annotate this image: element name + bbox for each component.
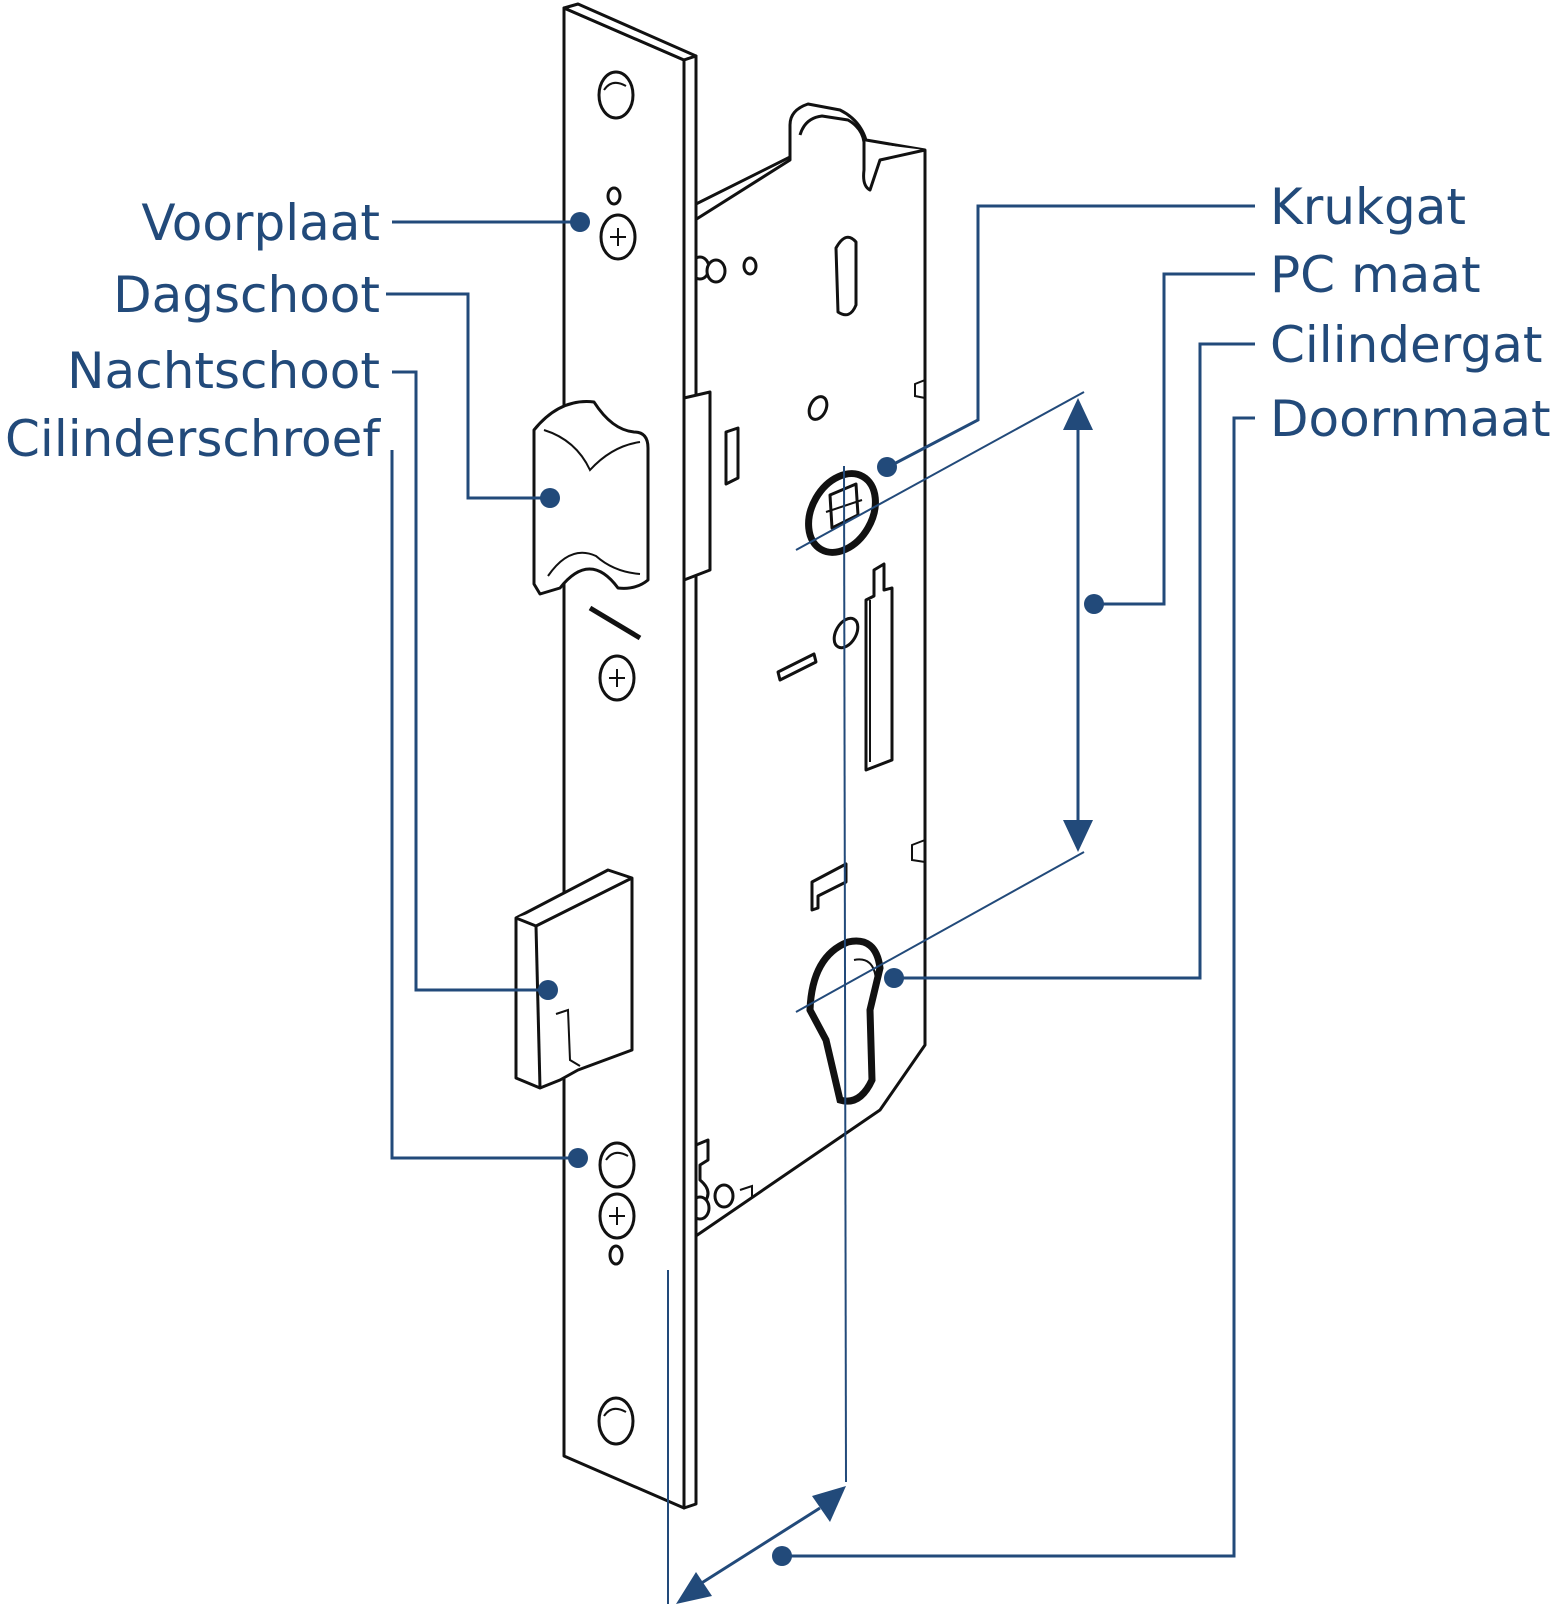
cylinder-screw-hole xyxy=(598,1141,636,1189)
pc-arrow-down xyxy=(1063,820,1093,852)
doornmaat-arrow-right xyxy=(812,1486,846,1522)
label-voorplaat: Voorplaat xyxy=(141,194,380,252)
voorplaat-dot xyxy=(570,212,590,232)
label-pc-maat: PC maat xyxy=(1270,246,1481,304)
dagschoot-dot xyxy=(540,488,560,508)
doornmaat-arrow-left xyxy=(676,1572,712,1604)
label-nachtschoot: Nachtschoot xyxy=(67,342,380,400)
top-hole xyxy=(597,70,635,120)
cilindergat-dot xyxy=(884,968,904,988)
left-labels: Voorplaat Dagschoot Nachtschoot Cilinder… xyxy=(5,194,381,468)
doornmaat-dot xyxy=(772,1546,792,1566)
middle-screw xyxy=(598,654,636,702)
nachtschoot-dot xyxy=(538,980,558,1000)
callout-leaders xyxy=(386,204,1255,1566)
right-labels: Krukgat PC maat Cilindergat Doornmaat xyxy=(1270,178,1551,448)
pc-arrow-up xyxy=(1063,398,1093,430)
label-doornmaat: Doornmaat xyxy=(1270,390,1551,448)
dimension-lines xyxy=(667,391,1093,1604)
bottom-hole xyxy=(597,1396,635,1446)
label-krukgat: Krukgat xyxy=(1270,178,1466,236)
krukgat-dot xyxy=(877,457,897,477)
lock-case xyxy=(674,102,927,1242)
bottom-screw xyxy=(598,1192,636,1240)
cilinderschroef-dot xyxy=(568,1148,588,1168)
label-cilindergat: Cilindergat xyxy=(1270,316,1542,374)
label-dagschoot: Dagschoot xyxy=(113,266,380,324)
pc-maat-dot xyxy=(1084,594,1104,614)
label-cilinderschroef: Cilinderschroef xyxy=(5,410,381,468)
latch-bolt xyxy=(532,400,650,596)
top-screw xyxy=(599,213,637,261)
deadbolt xyxy=(514,868,634,1090)
